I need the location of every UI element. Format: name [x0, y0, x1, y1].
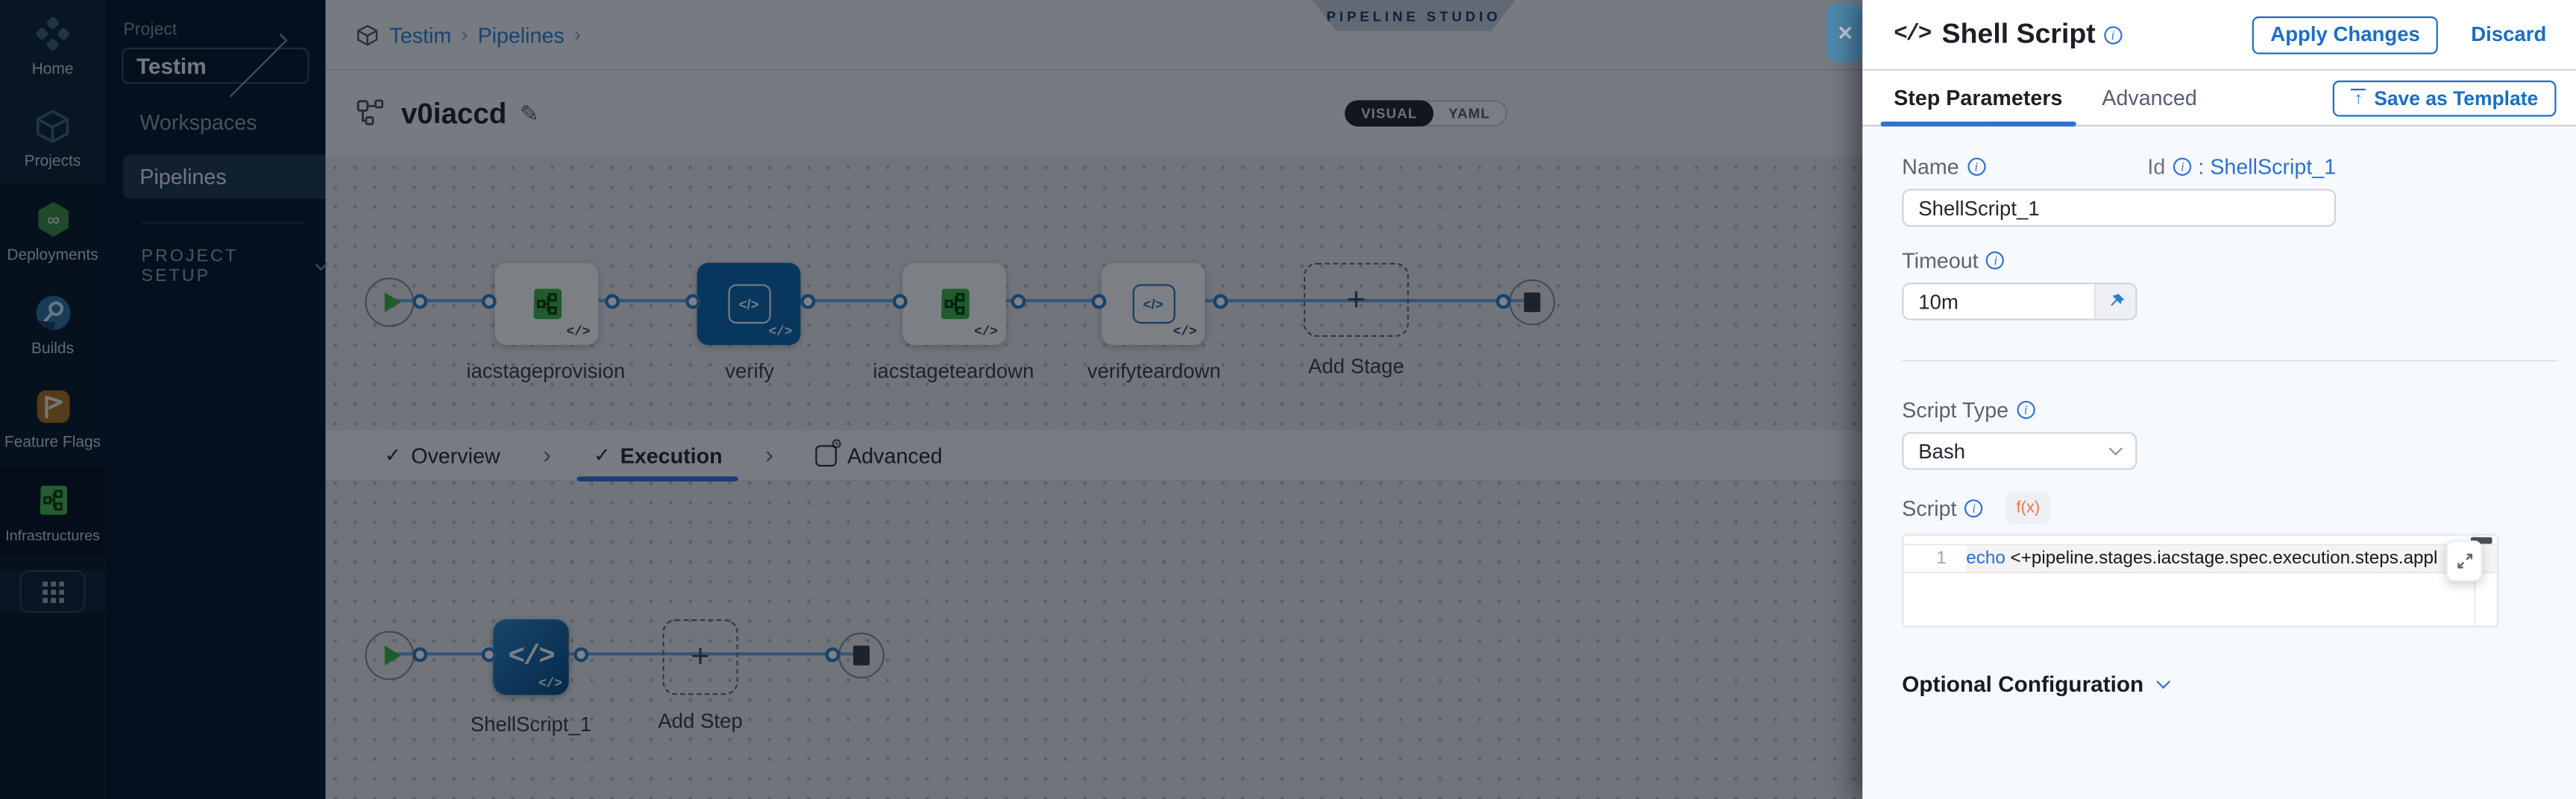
script-type-label-row: Script Type i	[1902, 397, 2576, 422]
expression-fx-button[interactable]: f(x)	[2005, 491, 2051, 525]
optional-configuration-toggle[interactable]: Optional Configuration	[1902, 672, 2576, 697]
code-line: 1 echo <+pipeline.stages.iacstage.spec.e…	[1903, 543, 2498, 574]
discard-button[interactable]: Discard	[2461, 22, 2557, 48]
apply-changes-button[interactable]: Apply Changes	[2252, 15, 2439, 54]
drawer-body: Name i Id i : ShellScript_1 Timeout i Sc…	[1862, 127, 2576, 799]
expand-editor-button[interactable]	[2445, 540, 2483, 582]
script-type-value: Bash	[1918, 439, 1966, 463]
modal-overlay[interactable]	[0, 0, 1865, 799]
info-icon[interactable]: i	[2103, 25, 2123, 44]
script-type-label: Script Type	[1902, 397, 2009, 423]
info-icon[interactable]: i	[1967, 157, 1985, 176]
name-label: Name	[1902, 154, 1959, 180]
chevron-down-icon	[2108, 441, 2123, 456]
id-value: : ShellScript_1	[2198, 154, 2337, 180]
drawer-title: Shell Script	[1941, 18, 2096, 50]
close-icon: ×	[1838, 19, 1853, 47]
save-as-template-label: Save as Template	[2374, 86, 2539, 110]
script-code-editor[interactable]: 1 echo <+pipeline.stages.iacstage.spec.e…	[1902, 534, 2499, 628]
script-label: Script	[1902, 495, 1957, 520]
pin-icon	[2110, 293, 2124, 306]
close-drawer-button[interactable]: ×	[1826, 3, 1865, 63]
timeout-label-row: Timeout i	[1902, 248, 2576, 273]
timeout-input[interactable]	[1903, 284, 2095, 319]
divider	[1902, 359, 2558, 361]
save-as-template-button[interactable]: ↑ Save as Template	[2333, 79, 2557, 116]
name-input[interactable]	[1902, 189, 2337, 227]
timeout-label: Timeout	[1902, 247, 1979, 273]
editor-scrollbar-thumb[interactable]	[2470, 537, 2492, 544]
drawer-tab-bar: Step Parameters Advanced ↑ Save as Templ…	[1862, 70, 2576, 127]
drawer-header: </> Shell Script i Apply Changes Discard	[1862, 0, 2576, 71]
code-text: echo <+pipeline.stages.iacstage.spec.exe…	[1966, 549, 2438, 569]
id-label: Id	[2147, 154, 2166, 180]
info-icon[interactable]: i	[2173, 157, 2192, 176]
script-label-row: Script i f(x)	[1902, 491, 2576, 525]
info-icon[interactable]: i	[2017, 400, 2035, 420]
script-type-select[interactable]: Bash	[1902, 432, 2137, 470]
shell-script-drawer: </> Shell Script i Apply Changes Discard…	[1862, 0, 2576, 799]
tab-step-parameters[interactable]: Step Parameters	[1880, 71, 2076, 127]
upload-icon: ↑	[2351, 87, 2366, 107]
name-id-row: Name i Id i : ShellScript_1	[1902, 154, 2336, 179]
chevron-down-icon	[2156, 675, 2171, 689]
tab-advanced[interactable]: Advanced	[2102, 85, 2197, 110]
optional-configuration-label: Optional Configuration	[1902, 672, 2144, 697]
info-icon[interactable]: i	[1964, 498, 1983, 517]
timeout-field	[1902, 282, 2137, 320]
info-icon[interactable]: i	[1986, 251, 2005, 270]
shell-script-icon: </>	[1894, 21, 1932, 48]
line-number: 1	[1903, 545, 1967, 572]
pin-button[interactable]	[2094, 284, 2136, 319]
expand-icon	[2457, 553, 2472, 569]
